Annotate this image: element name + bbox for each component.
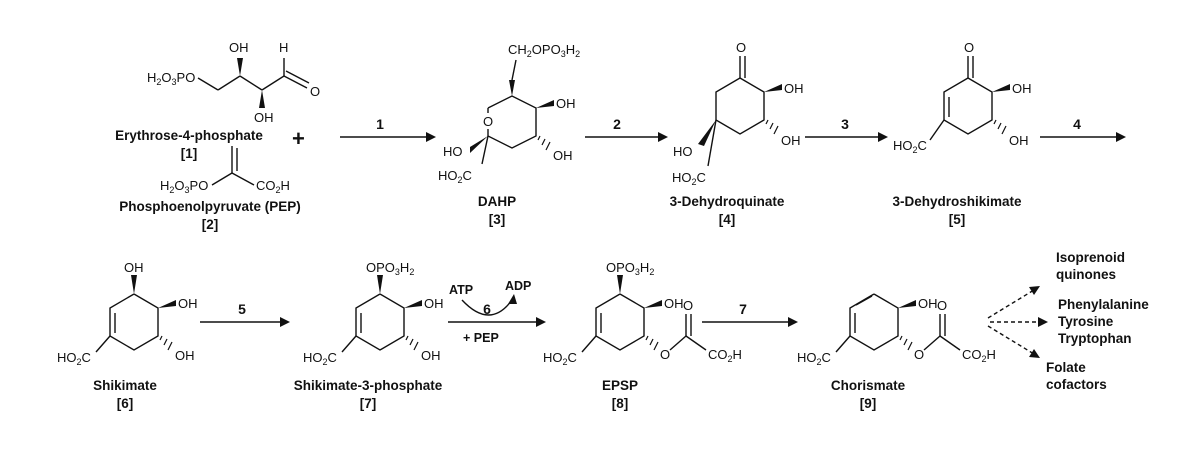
compound-number: [9] (860, 396, 877, 411)
atom-label-o: O (964, 40, 974, 55)
atom-label-opo3h2: OPO3H2 (606, 260, 654, 277)
atom-label-oh: OH (175, 348, 195, 363)
atom-label-o: O (914, 347, 924, 362)
atom-label-h2o3po: H2O3PO (147, 70, 195, 87)
atom-label-opo3h2: OPO3H2 (366, 260, 414, 277)
product-line: Folate (1046, 360, 1086, 375)
compound-number: [4] (719, 212, 736, 227)
compound-number: [8] (612, 396, 629, 411)
atom-label-oh: OH (124, 260, 144, 275)
atom-label-co2h: CO2H (962, 347, 996, 364)
cofactor-atp: ATP (449, 283, 473, 297)
atom-label-oh: OH (1012, 81, 1032, 96)
compound-shikimate: OH OH OH HO2C Shikimate [6] (57, 260, 198, 411)
product-line: Phenylalanine (1058, 297, 1149, 312)
compound-dahp: O CH2OPO3H2 OH OH HO HO2C DAHP [3] (438, 42, 580, 227)
compound-name: Phosphoenolpyruvate (PEP) (119, 199, 301, 214)
atom-label-o: O (736, 40, 746, 55)
compound-phosphoenolpyruvate: H2O3PO CO2H Phosphoenolpyruvate (PEP) [2… (119, 146, 301, 232)
compound-name: Shikimate-3-phosphate (294, 378, 443, 393)
step-label: 4 (1073, 116, 1081, 132)
atom-label-oh: OH (918, 296, 938, 311)
atom-label-ho2c: HO2C (303, 350, 337, 367)
product-folate-cofactors: Folate cofactors (1046, 360, 1107, 392)
atom-label-o: O (683, 298, 693, 313)
compound-name: DAHP (478, 194, 516, 209)
atom-label-ho2c: HO2C (438, 168, 472, 185)
compound-name: Shikimate (93, 378, 157, 393)
plus-sign: + (292, 126, 305, 151)
step-label: 1 (376, 116, 384, 132)
step-label: 7 (739, 301, 747, 317)
compound-number: [6] (117, 396, 134, 411)
reaction-arrow-step-3: 3 (805, 116, 888, 142)
product-line: Tryptophan (1058, 331, 1132, 346)
atom-label-oh: OH (421, 348, 441, 363)
atom-label-ho: HO (443, 144, 463, 159)
product-line: quinones (1056, 267, 1116, 282)
atom-label-ho2c: HO2C (543, 350, 577, 367)
compound-number: [2] (202, 217, 219, 232)
compound-name: Chorismate (831, 378, 906, 393)
atom-label-ho2c: HO2C (672, 170, 706, 187)
atom-label-o: O (310, 84, 320, 99)
atom-label-ho2c: HO2C (797, 350, 831, 367)
reaction-arrow-step-2: 2 (585, 116, 668, 142)
compound-3-dehydroquinate: O OH OH HO HO2C 3-Dehydroquinate [4] (670, 40, 804, 227)
atom-label-oh: OH (229, 40, 249, 55)
atom-label-ch2opo3h2: CH2OPO3H2 (508, 42, 580, 59)
reaction-arrow-step-4: 4 (1040, 116, 1126, 142)
step-label: 3 (841, 116, 849, 132)
atom-label-h: H (279, 40, 288, 55)
compound-name: 3-Dehydroshikimate (892, 194, 1022, 209)
product-line: Tyrosine (1058, 314, 1114, 329)
atom-label-ho2c: HO2C (57, 350, 91, 367)
reaction-arrow-step-6: ATP ADP 6 + PEP (448, 279, 546, 345)
atom-label-oh: OH (178, 296, 198, 311)
compound-3-dehydroshikimate: O OH OH HO2C 3-Dehydroshikimate [5] (892, 40, 1031, 227)
atom-label-o: O (483, 114, 493, 129)
downstream-arrows (987, 286, 1048, 358)
compound-number: [3] (489, 212, 506, 227)
step-label: 6 (483, 301, 491, 317)
compound-name: 3-Dehydroquinate (670, 194, 785, 209)
reaction-arrow-step-7: 7 (702, 301, 798, 327)
atom-label-h2o3po: H2O3PO (160, 178, 208, 195)
compound-number: [5] (949, 212, 966, 227)
atom-label-oh: OH (553, 148, 573, 163)
cofactor-adp: ADP (505, 279, 531, 293)
compound-chorismate: OH O O CO2H HO2C Chorismate [9] (797, 293, 996, 411)
atom-label-co2h: CO2H (708, 347, 742, 364)
product-aromatic-amino-acids: Phenylalanine Tyrosine Tryptophan (1058, 297, 1149, 346)
product-line: Isoprenoid (1056, 250, 1125, 265)
atom-label-o: O (937, 298, 947, 313)
reaction-arrow-step-5: 5 (200, 301, 290, 327)
atom-label-co2h: CO2H (256, 178, 290, 195)
compound-epsp: OPO3H2 OH O O CO2H HO2C EPSP [8] (543, 260, 742, 411)
product-line: cofactors (1046, 377, 1107, 392)
atom-label-ho2c: HO2C (893, 138, 927, 155)
step-label: 5 (238, 301, 246, 317)
compound-name: Erythrose-4-phosphate (115, 128, 263, 143)
atom-label-o: O (660, 347, 670, 362)
co-substrate-pep: + PEP (463, 331, 499, 345)
compound-number: [7] (360, 396, 377, 411)
atom-label-ho: HO (673, 144, 693, 159)
atom-label-oh: OH (664, 296, 684, 311)
compound-number: [1] (181, 146, 198, 161)
atom-label-oh: OH (424, 296, 444, 311)
atom-label-oh: OH (556, 96, 576, 111)
product-isoprenoid-quinones: Isoprenoid quinones (1056, 250, 1125, 282)
compound-name: EPSP (602, 378, 638, 393)
atom-label-oh: OH (781, 133, 801, 148)
reaction-arrow-step-1: 1 (340, 116, 436, 142)
step-label: 2 (613, 116, 621, 132)
compound-shikimate-3-phosphate: OPO3H2 OH OH HO2C Shikimate-3-phosphate … (294, 260, 444, 411)
atom-label-oh: OH (254, 110, 274, 125)
atom-label-oh: OH (1009, 133, 1029, 148)
atom-label-oh: OH (784, 81, 804, 96)
compound-erythrose-4-phosphate: H2O3PO OH H O OH Erythrose-4-phosphate [… (115, 40, 320, 161)
